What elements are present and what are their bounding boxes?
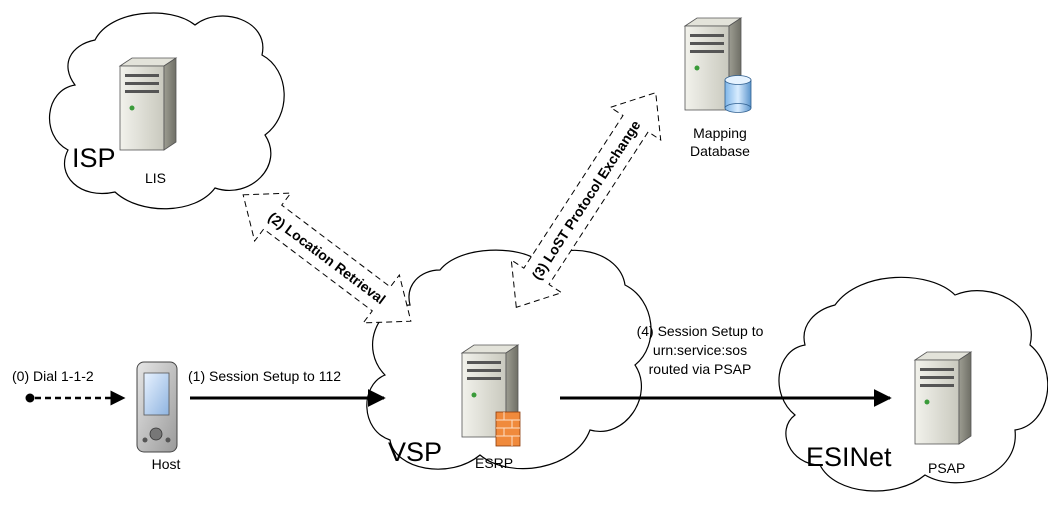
esinet-label: ESINet: [806, 442, 892, 472]
esinet-cloud: [778, 276, 1048, 492]
step4-line1-label: (4) Session Setup to: [637, 323, 764, 339]
host-phone-icon: [136, 361, 178, 453]
step4-line2-label: urn:service:sos: [653, 342, 747, 358]
dial-start-dot: [25, 393, 35, 403]
database-label: Database: [690, 143, 750, 159]
esrp-server-icon: [461, 344, 521, 447]
lis-server-icon: [119, 57, 177, 151]
step0-label: (0) Dial 1-1-2: [12, 368, 94, 384]
lis-label: LIS: [145, 170, 166, 186]
psap-server-icon: [914, 351, 972, 445]
mapping-database-icon: [684, 17, 752, 113]
psap-label: PSAP: [928, 460, 965, 476]
step4-line3-label: routed via PSAP: [649, 361, 752, 377]
vsp-label: VSP: [388, 437, 442, 467]
location-retrieval-arrow: (2) Location Retrieval: [242, 192, 412, 324]
host-label: Host: [152, 456, 181, 472]
isp-label: ISP: [72, 143, 116, 173]
step1-label: (1) Session Setup to 112: [188, 368, 341, 384]
mapping-label: Mapping: [693, 125, 747, 141]
esrp-label: ESRP: [475, 455, 513, 471]
step2-label: (2) Location Retrieval: [265, 209, 388, 307]
